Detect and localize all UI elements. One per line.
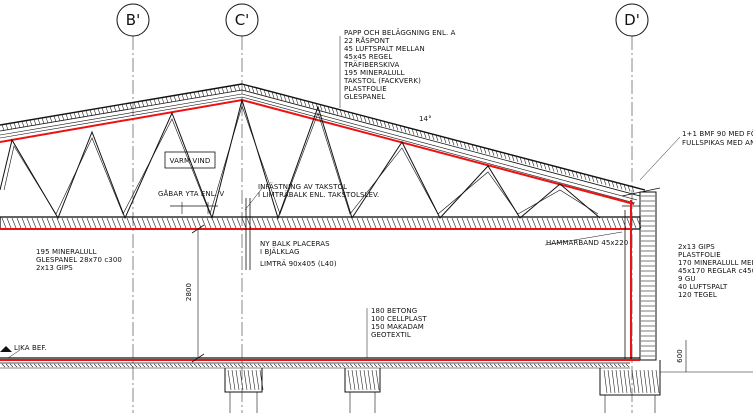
infastning-note: I LIMTRÄBALK ENL. TAKSTOLSLEV. (258, 190, 379, 199)
wall-note: 45x170 REGLAR c450 (678, 267, 753, 275)
roof-note: 45 LUFTSPALT MELLAN (344, 45, 425, 53)
wall-note: 40 LUFTSPALT (678, 283, 728, 291)
brick-hatch (641, 195, 655, 357)
varm-vind-box: VARM VIND (164, 151, 216, 169)
height-dimension-label: 2800 (185, 283, 193, 301)
grid-axis-c: C' (225, 3, 259, 37)
roof (0, 83, 646, 204)
foundation-dimension: 600 (676, 340, 687, 372)
height-dimension: 2800 (185, 224, 205, 363)
foundation-dimension-label: 600 (676, 349, 684, 363)
floor-note: 180 BETONG (371, 307, 417, 315)
beam-column (245, 198, 251, 270)
floor-note: GEOTEXTIL (371, 331, 411, 339)
wall-note: 120 TEGEL (678, 291, 717, 299)
grid-label-c: C' (235, 11, 250, 29)
ceiling-note: 195 MINERALULL (36, 248, 97, 256)
slope-label: 14° (419, 115, 432, 123)
beam-note: NY BALK PLACERAS (260, 240, 330, 248)
wall-note: 170 MINERALULL MELLAN (678, 259, 753, 267)
eave-note: 1+1 BMF 90 MED FÖR (682, 129, 753, 138)
grid-label-b: B' (126, 11, 140, 29)
grid-label-d: D' (624, 11, 640, 29)
ceiling-note: GLESPANEL 28x70 c300 (36, 256, 122, 264)
hammarband-label: HAMMARBAND 45x220 (546, 239, 628, 247)
wall-note: 9 GU (678, 275, 696, 283)
ceiling-note: 2x13 GIPS (36, 264, 73, 272)
wall-notes: 2x13 GIPS PLASTFOLIE 170 MINERALULL MELL… (678, 243, 753, 299)
roof-note: TAKSTOL (FACKVERK) (343, 77, 421, 85)
truss-web (0, 98, 601, 220)
roof-note: PAPP OCH BELÄGGNING ENL. A (344, 28, 456, 37)
lika-marker: LIKA BEF. (0, 344, 47, 352)
floor-note: 150 MAKADAM (371, 323, 424, 331)
slab-hatch (1, 363, 660, 394)
roof-note: TRÄFIBERSKIVA (343, 60, 399, 69)
floor-notes: 180 BETONG 100 CELLPLAST 150 MAKADAM GEO… (371, 307, 427, 339)
wall-note: PLASTFOLIE (678, 251, 721, 259)
ceiling-joist (0, 216, 642, 230)
varm-vind-label: VARM VIND (170, 157, 211, 165)
roof-note: PLASTFOLIE (344, 85, 387, 93)
eave-note: FULLSPIKAS MED ANK (682, 139, 753, 147)
beam-note: I BJÄLKLAG (260, 247, 299, 256)
gabar-label: GÅBAR YTA ENL. V (158, 189, 224, 198)
roof-note: 22 RÅSPONT (344, 36, 390, 45)
floor-note: 100 CELLPLAST (371, 315, 427, 323)
wall (624, 200, 641, 360)
roof-note: 45x45 REGEL (344, 53, 392, 61)
roof-note: GLESPANEL (344, 93, 385, 101)
grid-axis-d: D' (615, 3, 649, 37)
eave-detail (621, 187, 661, 361)
leader-lines (7, 36, 681, 359)
roof-hatch (1, 84, 635, 193)
floor-slab (0, 357, 753, 413)
roof-notes: PAPP OCH BELÄGGNING ENL. A 22 RÅSPONT 45… (343, 28, 456, 101)
grid-axis-b: B' (116, 3, 150, 37)
gabar-arrow (170, 202, 218, 214)
beam-note: LIMTRÄ 90x405 (L40) (260, 259, 337, 268)
lika-label: LIKA BEF. (14, 344, 47, 352)
infastning-note: INFÄSTNING AV TAKSTOL (258, 182, 347, 191)
roof-note: 195 MINERALULL (344, 69, 405, 77)
joist-hatch (1, 217, 642, 229)
wall-note: 2x13 GIPS (678, 243, 715, 251)
